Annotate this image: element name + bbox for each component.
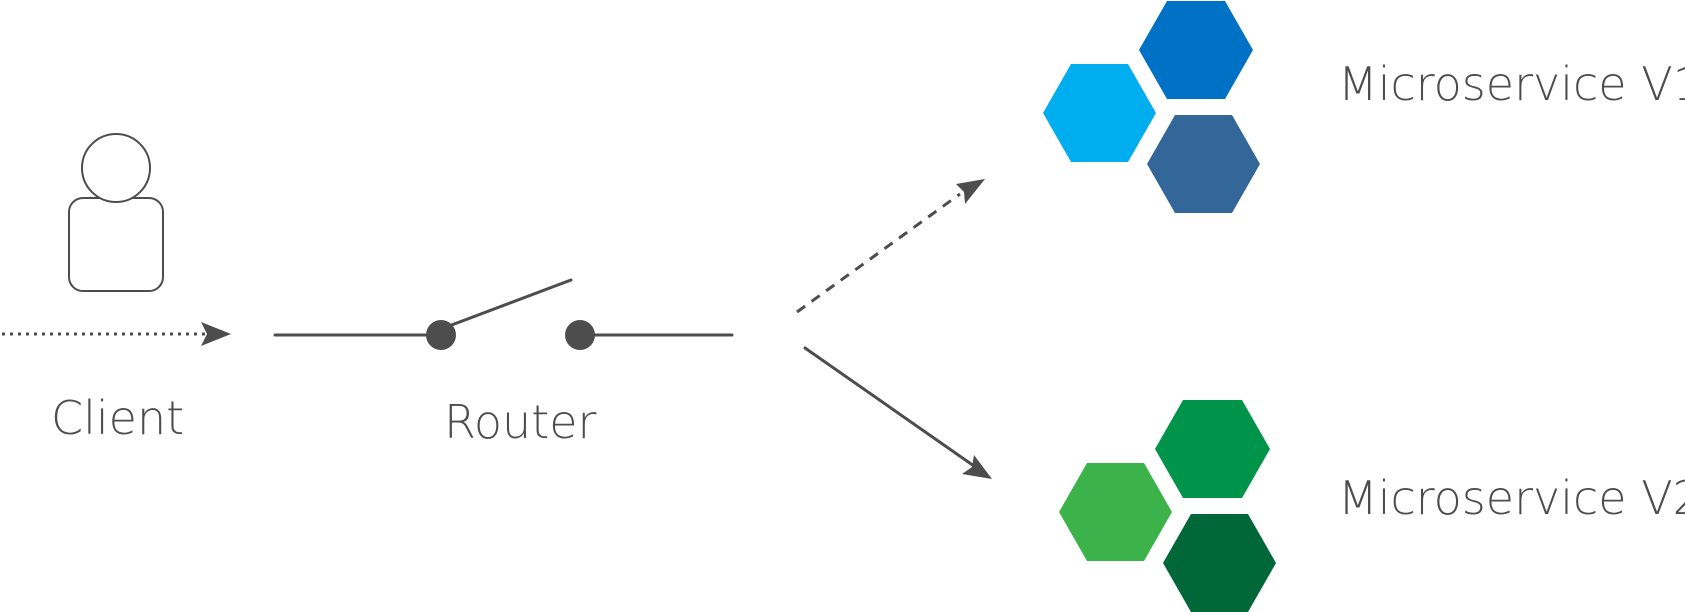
hexagon-icon <box>1155 400 1270 498</box>
switch-icon <box>273 278 734 350</box>
service-v1-label: Microservice V1 <box>1338 57 1685 111</box>
router-label: Router <box>444 395 597 449</box>
hexagon-icon <box>1139 1 1253 99</box>
route-arrow-v1 <box>796 179 985 314</box>
service-v2-hexagon-cluster-icon <box>1059 400 1276 612</box>
hexagon-icon <box>1163 514 1276 612</box>
hexagon-icon <box>1059 463 1172 561</box>
route-arrow-v2 <box>803 346 992 479</box>
service-v2-label: Microservice V2 <box>1338 471 1685 525</box>
hexagon-icon <box>1043 64 1156 162</box>
service-v1-hexagon-cluster-icon <box>1043 1 1260 213</box>
incoming-arrow <box>2 322 231 346</box>
client-label: Client <box>51 391 184 445</box>
user-icon <box>68 133 164 292</box>
hexagon-icon <box>1147 115 1260 213</box>
